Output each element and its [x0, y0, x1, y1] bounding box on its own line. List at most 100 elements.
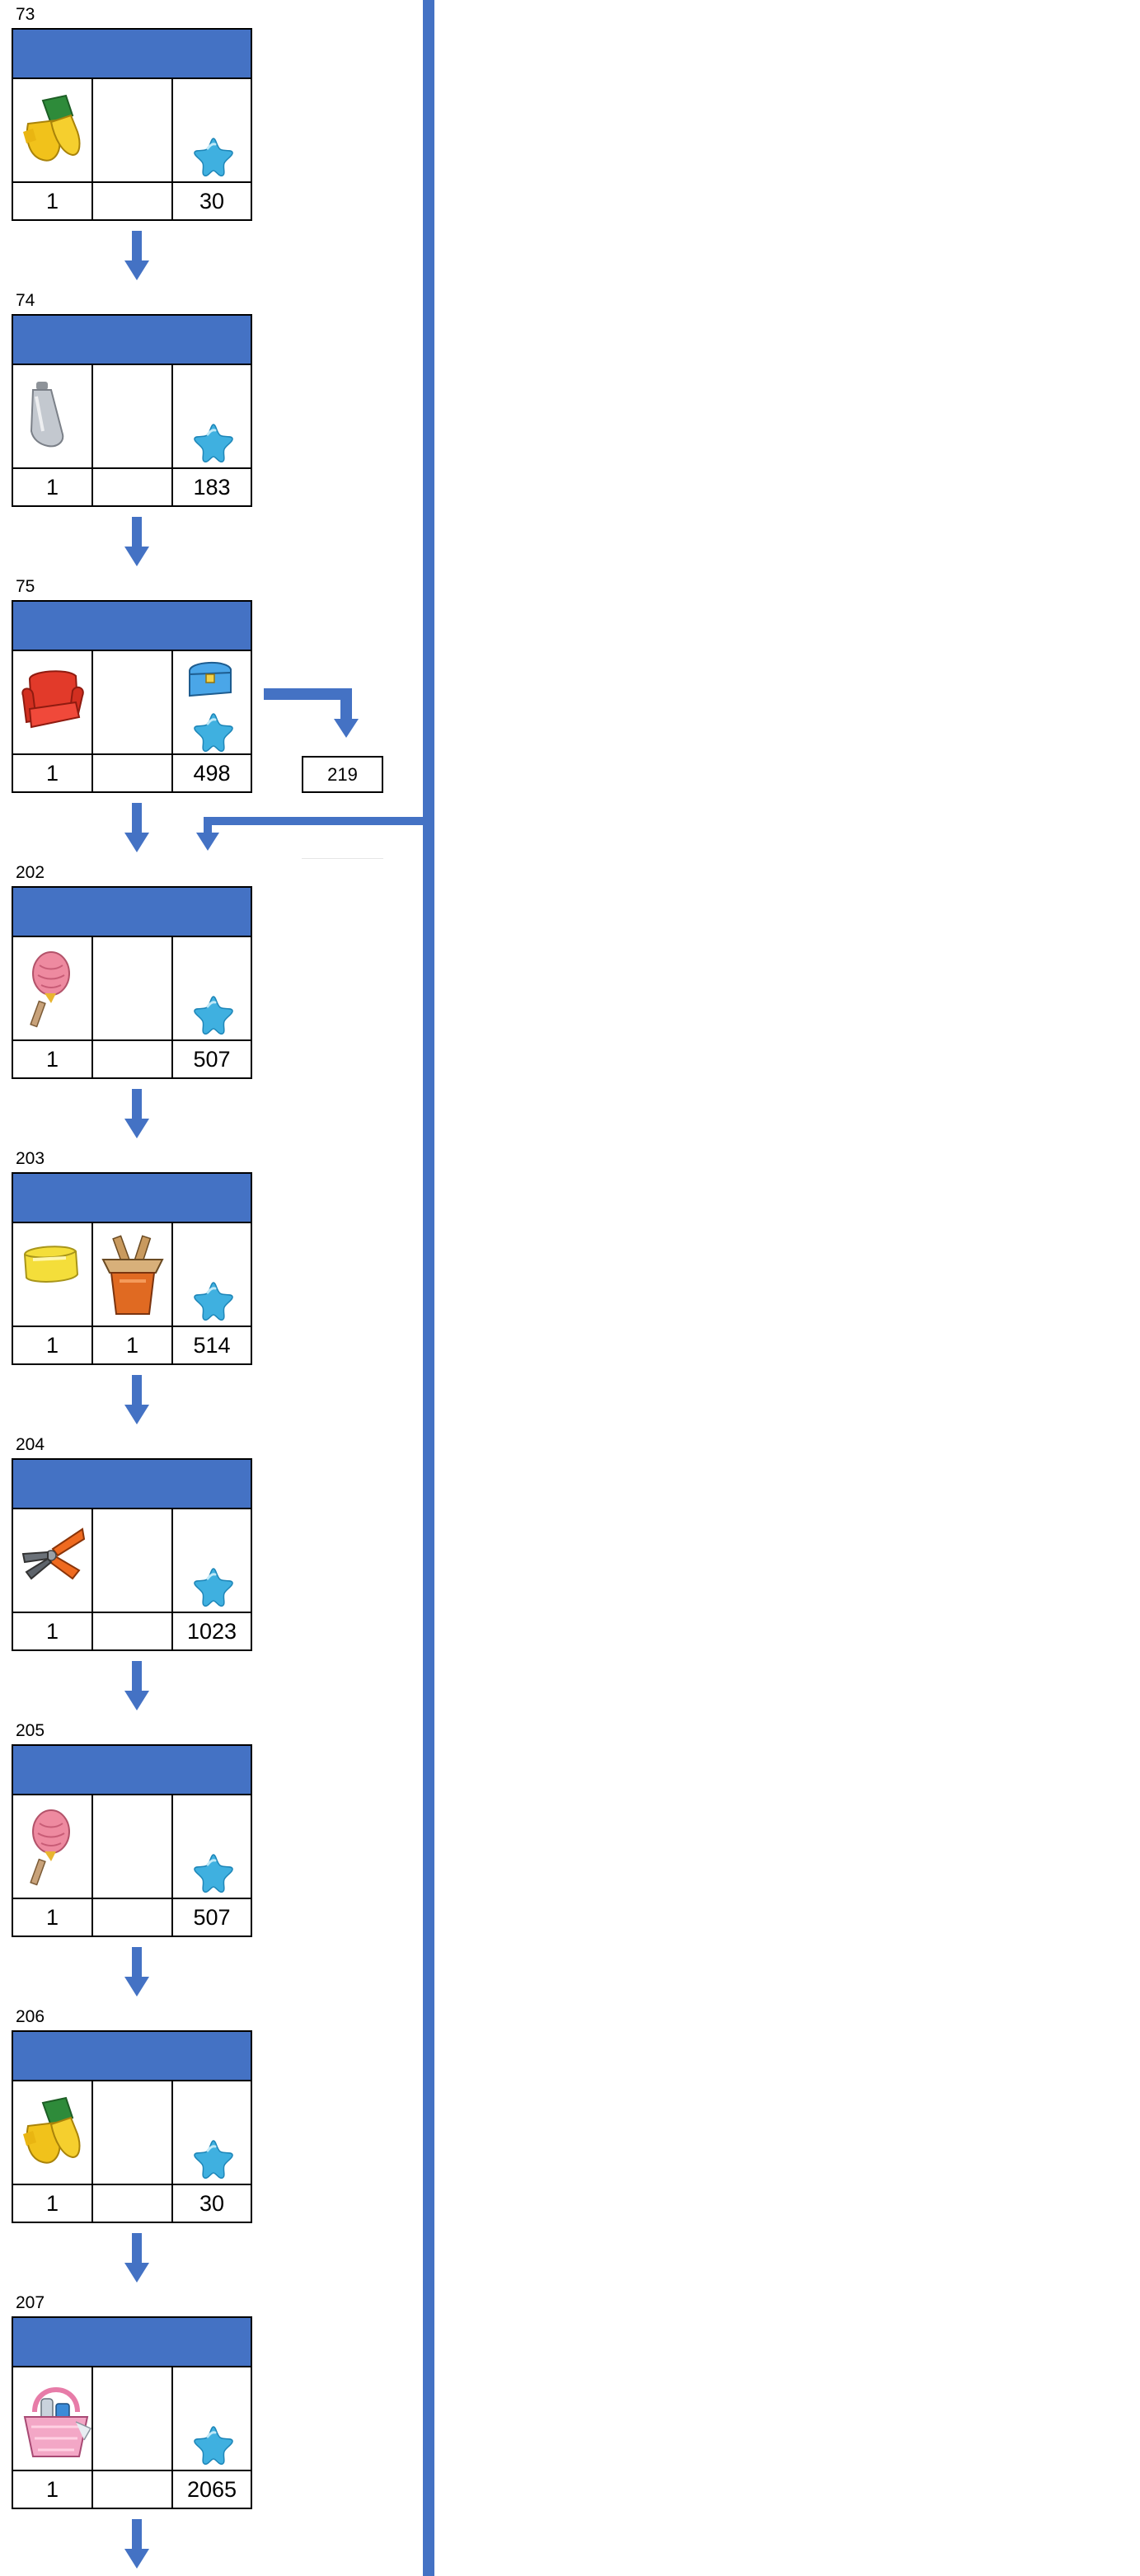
cleaning-basket-icon	[18, 2379, 94, 2466]
item-count: 1	[13, 183, 93, 219]
step-label: 74	[16, 291, 35, 310]
down-arrow-icon	[124, 517, 149, 566]
step-label: 75	[16, 577, 35, 596]
down-arrow-icon	[124, 1947, 149, 1997]
item-count	[93, 2471, 173, 2508]
step-card: 1 498	[12, 600, 252, 793]
count-row: 1 30	[13, 181, 251, 219]
reward-count: 30	[199, 2191, 225, 2216]
item-count: 1	[13, 1613, 93, 1649]
count-row: 1 183	[13, 467, 251, 505]
item-slot	[93, 2367, 173, 2473]
item-slot	[93, 365, 173, 471]
down-arrow-icon	[124, 231, 149, 280]
star-icon	[194, 1568, 233, 1607]
reward-count: 183	[193, 475, 231, 500]
item-count	[93, 1041, 173, 1077]
item-slot	[93, 651, 173, 757]
reward-slot	[173, 1509, 251, 1615]
reward-slot	[173, 937, 251, 1043]
reward-count: 507	[193, 1905, 231, 1930]
step-card: 1 183	[12, 314, 252, 507]
step-card-header	[13, 2032, 251, 2081]
item-slot	[13, 1795, 93, 1901]
reward-slot	[173, 2367, 251, 2473]
item-count: 1	[93, 1327, 173, 1363]
step-card-header	[13, 1460, 251, 1509]
tool-bucket-icon	[98, 1235, 167, 1325]
reward-count: 507	[193, 1047, 231, 1072]
item-slot	[13, 365, 93, 471]
item-slot	[93, 1795, 173, 1901]
bottle-icon	[18, 377, 76, 455]
item-slot	[13, 1509, 93, 1615]
item-count: 1	[13, 1327, 93, 1363]
step-card-header	[13, 1746, 251, 1795]
feather-duster-icon	[18, 1807, 76, 1893]
step-card: 1 2065	[12, 2316, 252, 2509]
reward-count: 514	[193, 1333, 231, 1358]
step-label: 205	[16, 1721, 45, 1740]
pliers-icon	[18, 1521, 87, 1591]
item-count	[93, 2185, 173, 2222]
step-label: 206	[16, 2007, 45, 2026]
step-card-header	[13, 2318, 251, 2367]
main-vertical-connector	[423, 0, 434, 2576]
star-icon	[194, 2426, 233, 2465]
down-arrow-icon	[124, 2519, 149, 2569]
branch-step-box: 219	[302, 756, 383, 793]
down-arrow-icon	[124, 1661, 149, 1710]
feather-duster-icon	[18, 949, 76, 1035]
reward-count: 498	[193, 761, 231, 786]
item-slot	[13, 2081, 93, 2187]
item-count: 1	[13, 1899, 93, 1936]
step-label: 203	[16, 1149, 45, 1168]
faint-divider	[302, 858, 383, 859]
count-row: 1 1 514	[13, 1326, 251, 1363]
step-card: 1 1 514	[12, 1172, 252, 1365]
down-arrow-icon	[124, 2233, 149, 2283]
count-row: 1 507	[13, 1039, 251, 1077]
down-arrow-icon	[124, 1375, 149, 1424]
item-slot	[93, 1509, 173, 1615]
gloves-icon	[18, 2093, 84, 2171]
armchair-icon	[18, 663, 87, 736]
item-count: 1	[13, 2471, 93, 2508]
reward-slot	[173, 1795, 251, 1901]
branch-out-connector	[264, 688, 352, 721]
merge-connector	[204, 817, 429, 833]
step-card: 1 507	[12, 886, 252, 1079]
reward-count: 30	[199, 189, 225, 213]
item-count: 1	[13, 469, 93, 505]
down-arrow-icon	[124, 1089, 149, 1138]
item-slot	[93, 79, 173, 185]
item-slot	[93, 2081, 173, 2187]
item-slot	[13, 2367, 93, 2473]
count-row: 1 1023	[13, 1612, 251, 1649]
item-count: 1	[13, 2185, 93, 2222]
item-count	[93, 1613, 173, 1649]
star-icon	[194, 424, 233, 462]
branch-out-arrowhead	[334, 719, 359, 738]
item-count: 1	[13, 755, 93, 791]
reward-count: 1023	[186, 1619, 237, 1644]
reward-slot	[173, 1223, 251, 1329]
count-row: 1 30	[13, 2184, 251, 2222]
step-card-header	[13, 888, 251, 937]
count-row: 1 507	[13, 1898, 251, 1936]
reward-slot	[173, 651, 251, 757]
count-row: 1 2065	[13, 2470, 251, 2508]
step-card: 1 30	[12, 28, 252, 221]
star-icon	[194, 2140, 233, 2179]
item-count	[93, 183, 173, 219]
item-count	[93, 755, 173, 791]
step-label: 204	[16, 1435, 45, 1454]
item-slot	[13, 651, 93, 757]
step-card-header	[13, 30, 251, 79]
item-count	[93, 469, 173, 505]
treasure-chest-icon	[185, 656, 236, 705]
down-arrow-icon	[124, 803, 149, 852]
star-icon	[194, 1282, 233, 1321]
